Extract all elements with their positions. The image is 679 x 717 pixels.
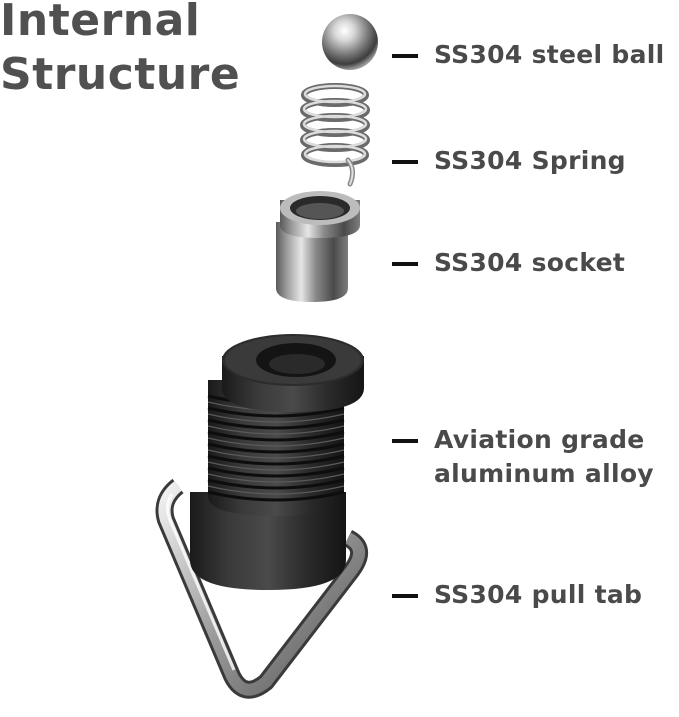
leader-dash	[392, 439, 418, 443]
label-text: SS304 steel ball	[434, 40, 665, 69]
label-steel-ball: SS304 steel ball	[392, 38, 665, 72]
title-line-1: Internal	[0, 0, 201, 46]
leader-dash	[392, 160, 418, 164]
leader-dash	[392, 262, 418, 266]
steel-ball	[322, 14, 378, 70]
label-text-line-2: aluminum alloy	[434, 459, 654, 488]
spring	[300, 83, 370, 187]
label-text: SS304 pull tab	[434, 580, 643, 609]
label-text: SS304 Spring	[434, 146, 626, 175]
label-text: SS304 socket	[434, 248, 626, 277]
pull-tab	[155, 478, 368, 699]
label-socket: SS304 socket	[392, 246, 625, 280]
socket	[276, 191, 360, 302]
page-title: Internal Structure	[0, 0, 240, 102]
label-aluminum-alloy: Aviation grade aluminum alloy	[392, 423, 654, 491]
title-line-2: Structure	[0, 49, 241, 100]
label-spring: SS304 Spring	[392, 144, 626, 178]
leader-dash	[392, 594, 418, 598]
label-pull-tab: SS304 pull tab	[392, 578, 642, 612]
aluminum-body	[190, 334, 364, 590]
label-text-line-1: Aviation grade	[434, 425, 645, 454]
leader-dash	[392, 54, 418, 58]
